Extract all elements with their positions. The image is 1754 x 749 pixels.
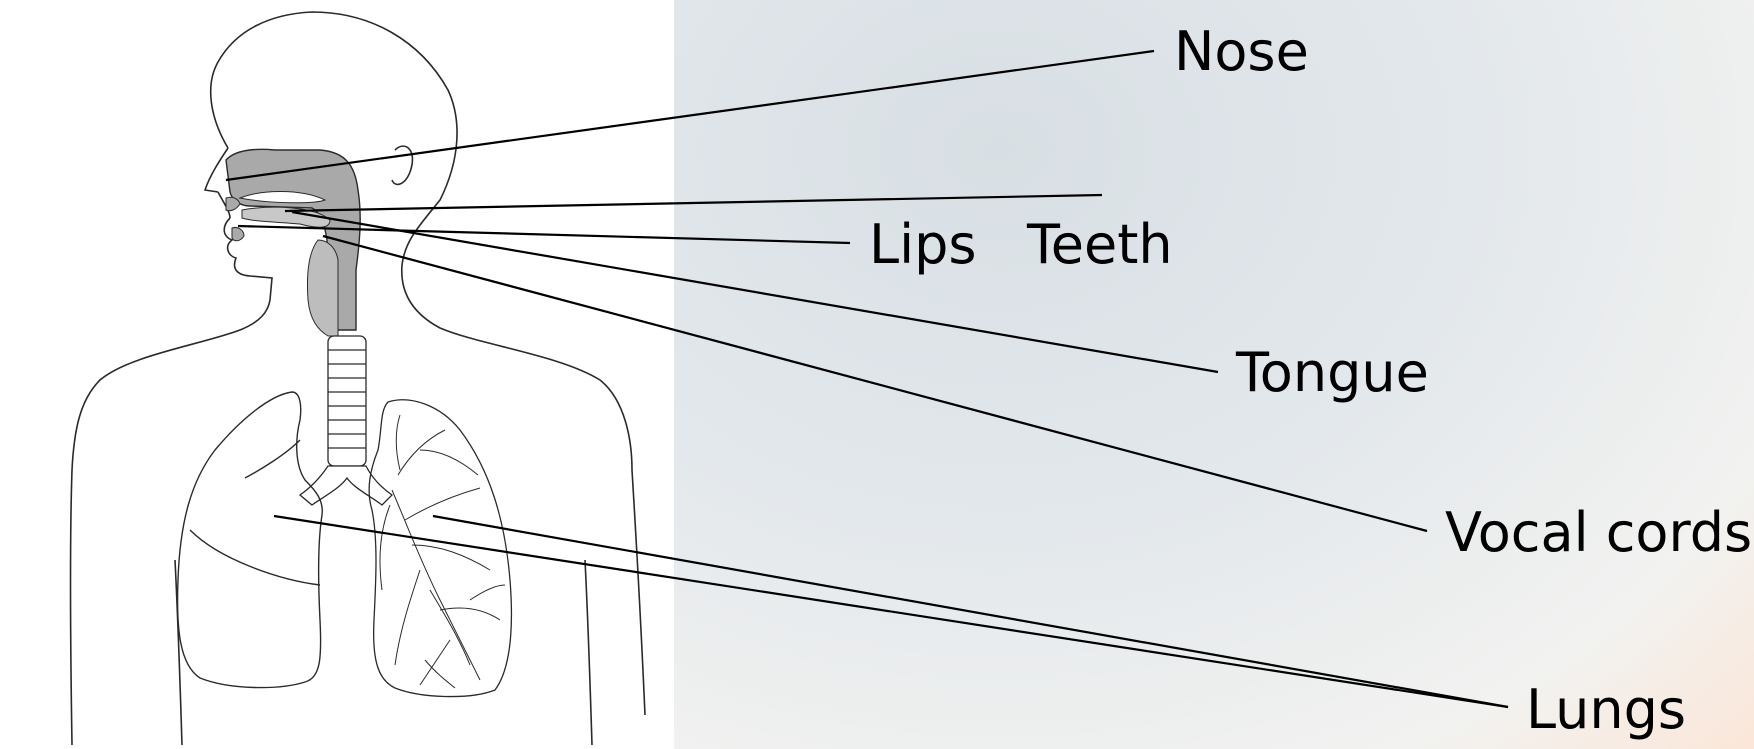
- label-nose: Nose: [1174, 25, 1309, 79]
- pointer-line-lungs-left: [274, 516, 1508, 707]
- label-vocal-cords: Vocal cords: [1445, 506, 1752, 560]
- left-lung: [178, 392, 323, 688]
- pointer-line-lungs-right: [433, 516, 1508, 707]
- label-lips: Lips: [869, 218, 977, 272]
- right-lung: [369, 400, 511, 697]
- pointer-line-teeth: [285, 195, 1102, 211]
- pointer-line-nose: [226, 51, 1154, 180]
- label-teeth: Teeth: [1027, 218, 1173, 272]
- label-tongue: Tongue: [1236, 346, 1429, 400]
- label-lungs: Lungs: [1526, 683, 1686, 737]
- trachea: [300, 336, 392, 505]
